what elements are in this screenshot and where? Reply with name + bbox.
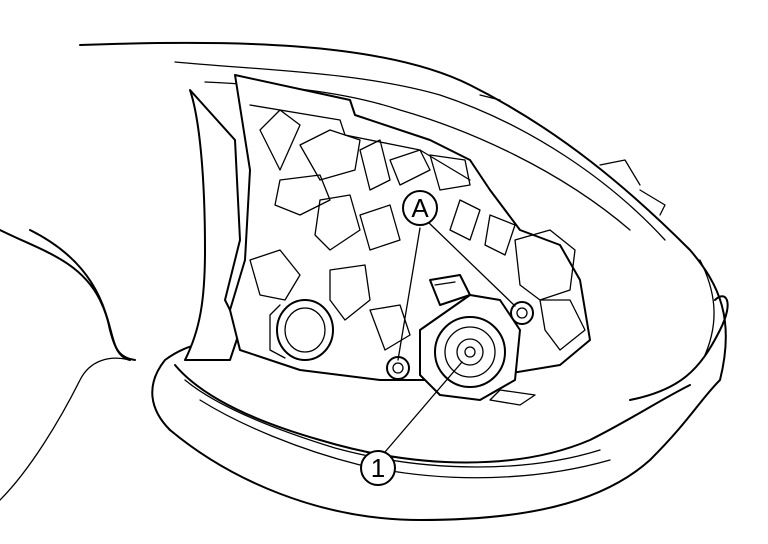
callout-a: A <box>402 190 438 226</box>
round-connector <box>269 299 334 361</box>
leader-lines <box>384 221 516 453</box>
callout-1-label: 1 <box>371 453 385 483</box>
actuator-motor <box>419 294 536 406</box>
leader-line-a-left <box>397 227 421 361</box>
actuator-body <box>184 74 591 381</box>
callout-a-label: A <box>411 193 429 223</box>
callout-1: 1 <box>360 450 396 486</box>
leader-line-a-right <box>427 221 516 307</box>
leader-line-1 <box>384 361 463 453</box>
mirror-housing <box>0 41 729 521</box>
screw-right <box>510 301 534 325</box>
